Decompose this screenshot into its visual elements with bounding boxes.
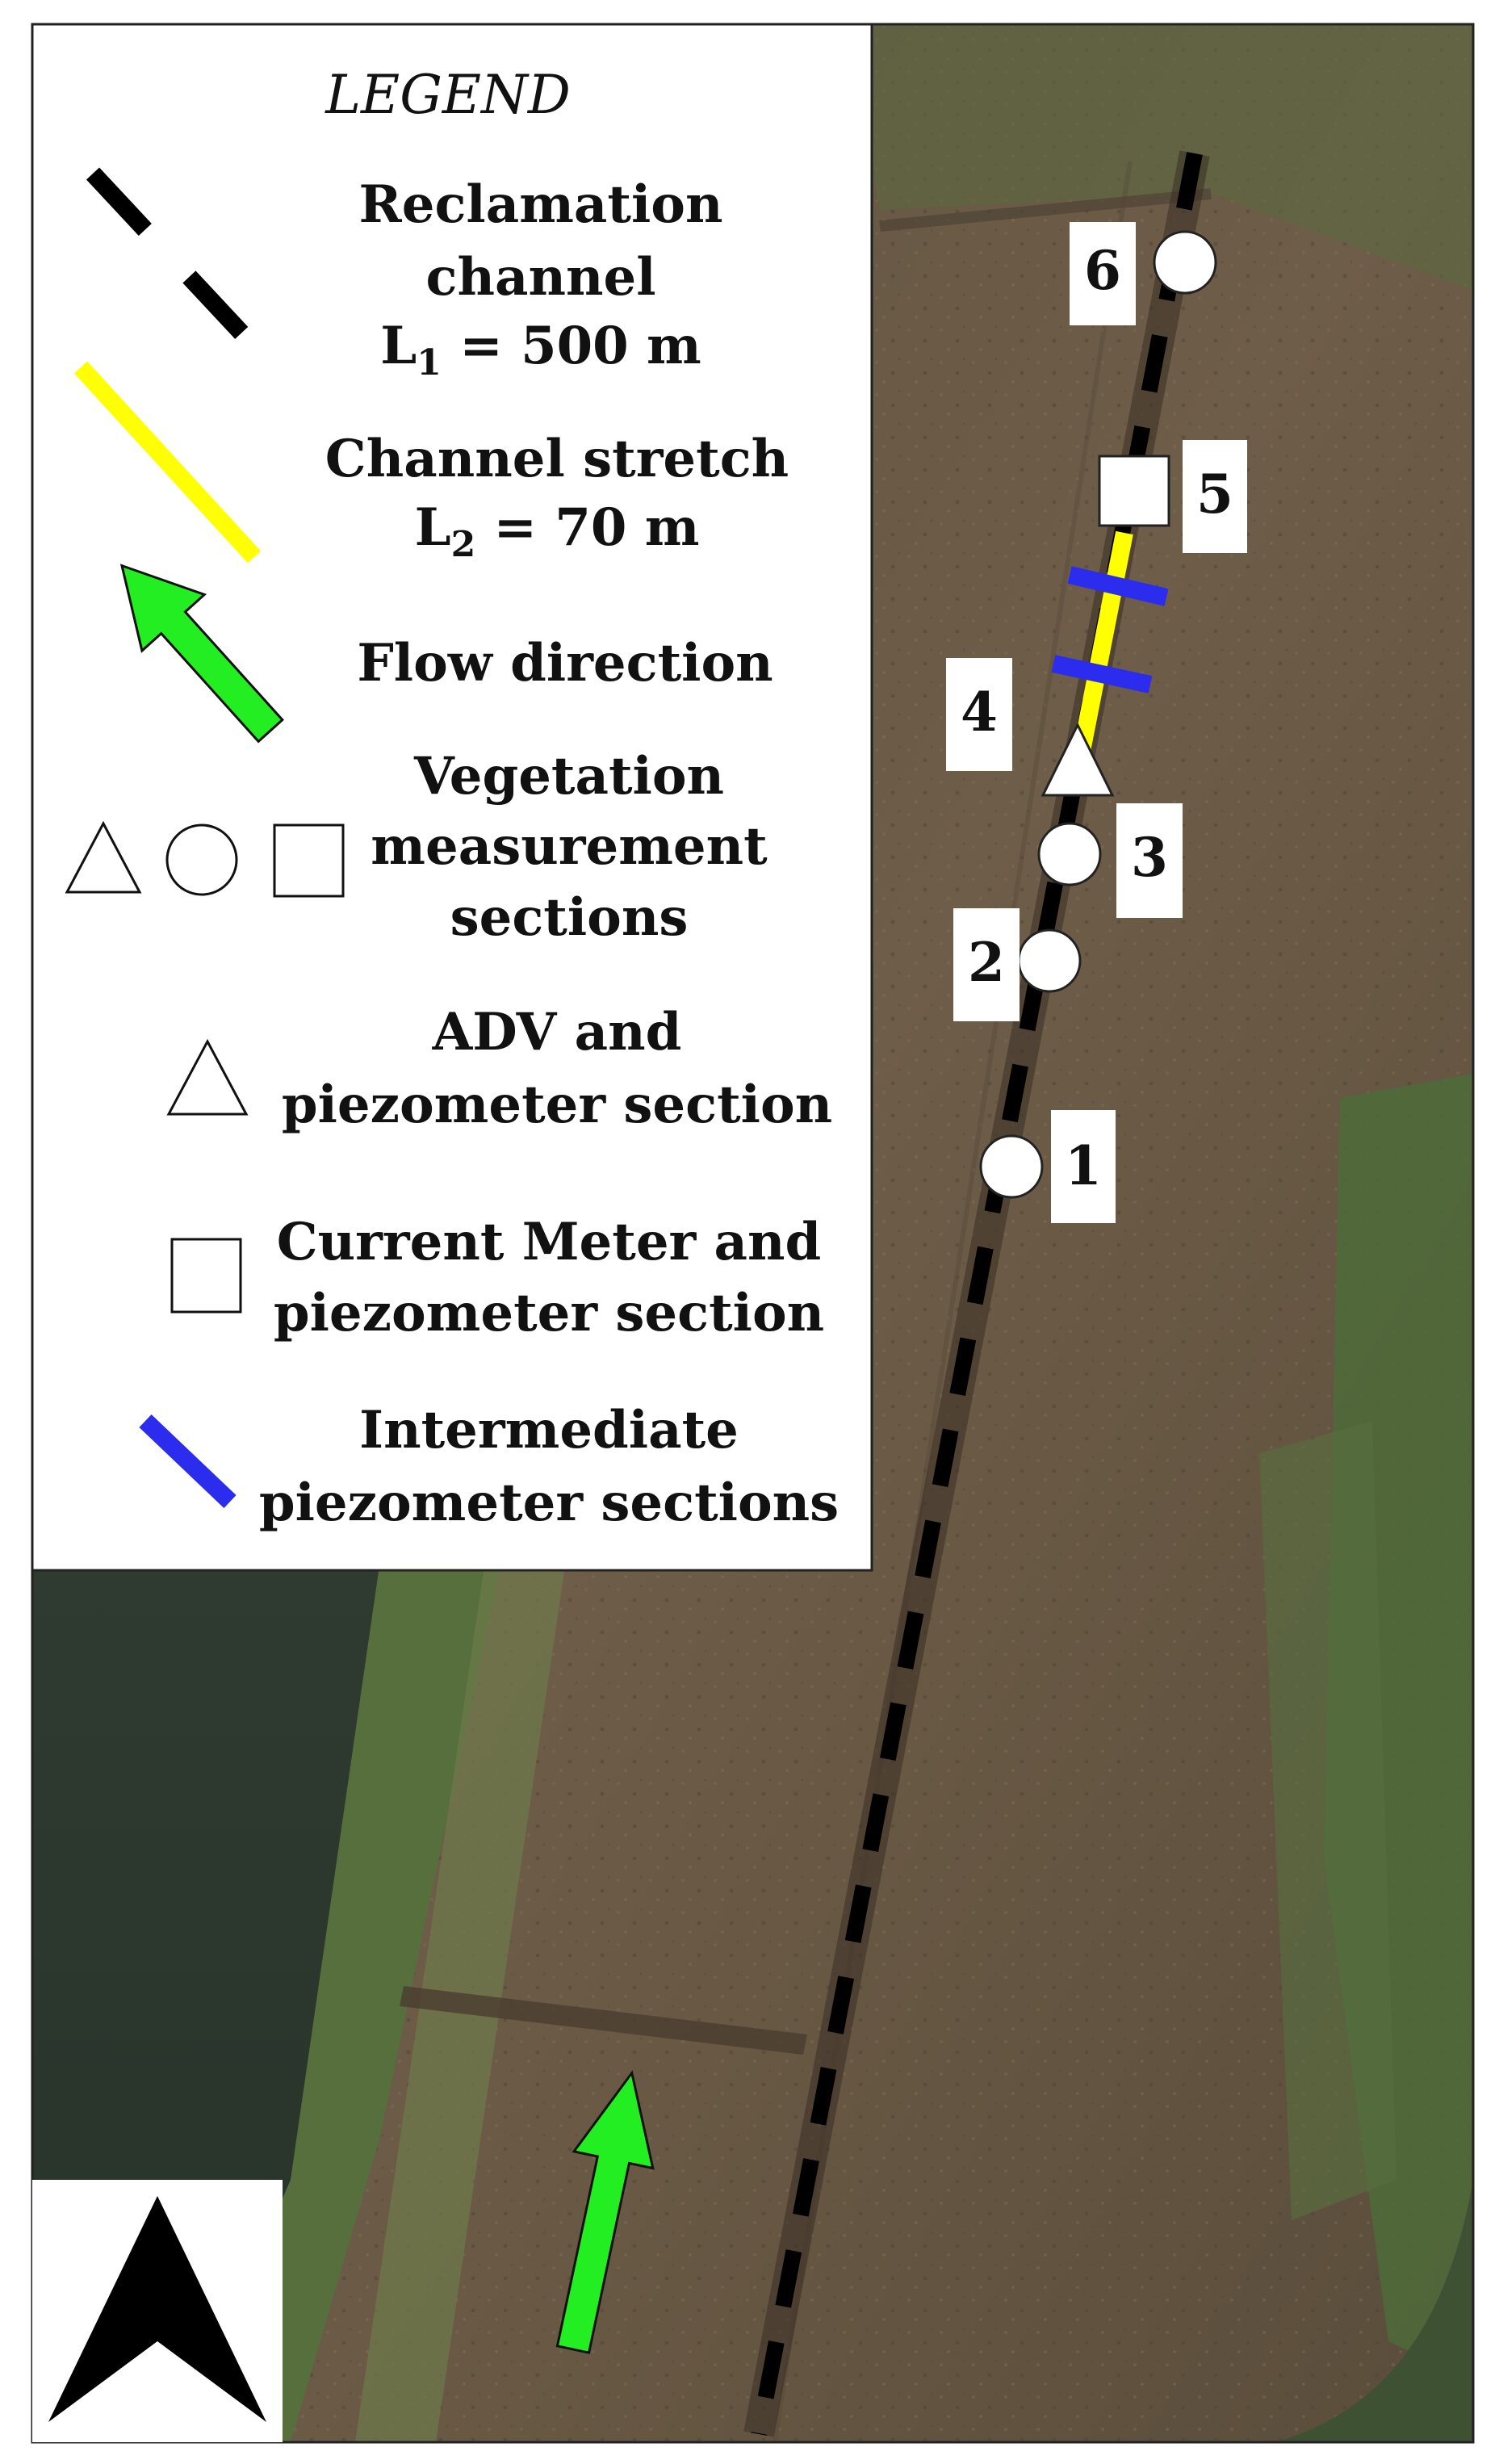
intermediate-section-upper [1067,566,1169,606]
north-arrow-icon [48,2196,266,2422]
svg-text:Flow direction: Flow direction [357,633,773,694]
svg-text:sections: sections [450,887,689,948]
svg-text:piezometer sections: piezometer sections [259,1473,839,1533]
legend-square-icon [273,823,345,898]
legend-blue-line-icon [139,1414,237,1508]
legend-intermediate-sections: Intermediate piezometer sections [139,1400,839,1533]
svg-text:Reclamation: Reclamation [359,174,723,235]
svg-text:L1 = 500 m: L1 = 500 m [380,316,701,383]
svg-text:Channel stretch: Channel stretch [325,429,789,489]
legend-triangle-icon [65,820,142,894]
legend-vegetation-sections: Vegetation measurement sections [65,746,768,948]
svg-text:piezometer section: piezometer section [274,1283,824,1343]
section-6-label: 6 [1084,239,1121,302]
legend-reclamation-channel: Reclamation channel L1 = 500 m [86,167,723,383]
legend-green-arrow-icon [119,564,284,744]
intermediate-section-lower [1051,655,1153,694]
svg-text:measurement: measurement [371,816,768,877]
legend-title: LEGEND [325,64,571,126]
section-3-circle [1037,822,1102,886]
section-2-circle [1017,928,1082,993]
svg-text:channel: channel [425,247,655,308]
legend-current-meter-section: Current Meter and piezometer section [170,1212,824,1343]
section-4-label: 4 [961,681,998,744]
legend-adv-section: ADV and piezometer section [166,1002,832,1135]
section-6-circle [1153,230,1217,295]
section-5-square [1098,455,1170,527]
legend-channel-stretch: Channel stretch L2 = 70 m [73,361,789,565]
section-2-label: 2 [968,931,1005,994]
svg-text:Intermediate: Intermediate [359,1400,739,1460]
svg-text:piezometer section: piezometer section [282,1075,832,1135]
legend-circle-icon [165,823,238,896]
section-5-label: 5 [1196,463,1233,526]
legend-current-square-icon [170,1238,242,1314]
svg-text:Current Meter and: Current Meter and [277,1212,822,1272]
flow-arrow-map [555,2070,655,2354]
legend-adv-triangle-icon [166,1038,249,1116]
section-markers [979,230,1217,1199]
channel-stretch [1073,530,1133,753]
legend-flow-direction: Flow direction [119,564,773,744]
legend-yellow-line-icon [73,361,262,564]
svg-text:Vegetation: Vegetation [413,746,724,807]
svg-text:L2 = 70 m: L2 = 70 m [415,497,700,565]
svg-text:ADV and: ADV and [432,1002,682,1062]
north-arrow [32,2180,283,2442]
section-1-circle [979,1134,1044,1199]
section-4-triangle [1041,722,1115,797]
section-1-label: 1 [1065,1134,1102,1197]
section-labels: 6 5 4 3 2 1 [946,222,1247,1223]
legend: LEGEND Reclamation channel L1 = 500 m Ch… [31,23,873,1572]
legend-dashed-line-icon [86,167,270,362]
section-3-label: 3 [1131,826,1168,889]
